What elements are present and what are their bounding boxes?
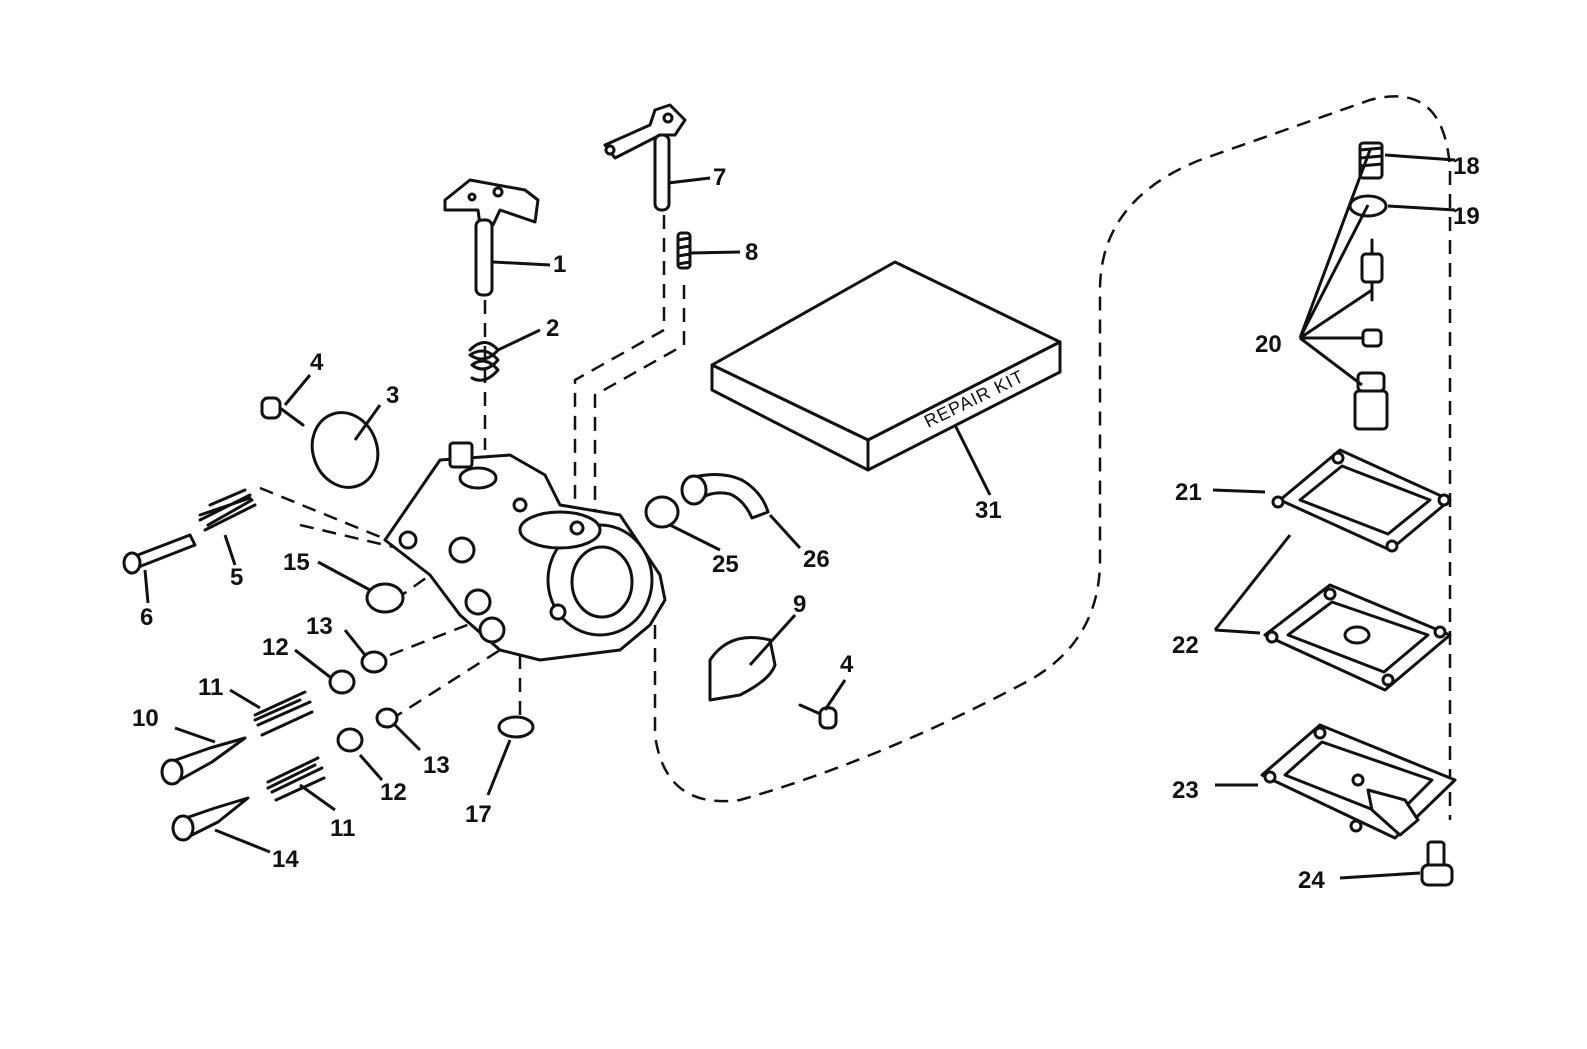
- callout-11-lower: 11: [330, 815, 355, 842]
- callout-4-upper: 4: [310, 349, 324, 376]
- leader-lines: [143, 149, 1456, 880]
- high-speed-needle: [160, 736, 247, 786]
- callout-13-lower: 13: [423, 752, 450, 779]
- low-speed-needle: [171, 796, 250, 842]
- needle-spring-lower: [266, 756, 326, 802]
- washer-upper: [328, 669, 356, 695]
- callout-1: 1: [553, 251, 566, 278]
- callout-23: 23: [1172, 777, 1199, 804]
- throttle-plate: [310, 411, 380, 489]
- repair-kit-outline: [653, 95, 1452, 820]
- callout-11-upper: 11: [198, 674, 223, 701]
- callout-7: 7: [713, 164, 726, 191]
- pump-cover-screw: [1420, 840, 1454, 887]
- callout-3: 3: [386, 382, 399, 409]
- choke-spring: [676, 231, 692, 270]
- callout-14: 14: [272, 846, 299, 873]
- callout-8: 8: [745, 239, 758, 266]
- washer-lower: [336, 727, 364, 753]
- callout-9: 9: [793, 591, 806, 618]
- o-ring-upper: [360, 650, 388, 674]
- callouts: 1 2 3 4 4 5 6 7 8 9 10 11 11 12 12 13 13…: [132, 153, 1480, 894]
- callout-20: 20: [1255, 331, 1282, 358]
- idle-screw-spring: [198, 488, 257, 532]
- callout-31: 31: [975, 497, 1002, 524]
- plate-screw-upper: [260, 396, 305, 427]
- choke-lever: [603, 103, 687, 212]
- callout-22: 22: [1172, 632, 1199, 659]
- callout-2: 2: [546, 315, 559, 342]
- callout-13-upper: 13: [306, 613, 333, 640]
- callout-25: 25: [712, 551, 739, 578]
- repair-kit-box: REPAIR KIT: [710, 260, 1062, 472]
- callout-12-upper: 12: [262, 634, 289, 661]
- welch-plug: [365, 582, 405, 614]
- fuel-inlet-bushing: [644, 495, 680, 529]
- pump-cover: [1260, 723, 1457, 840]
- callout-6: 6: [140, 604, 153, 631]
- callout-4-lower: 4: [840, 651, 854, 678]
- callout-12-lower: 12: [380, 779, 407, 806]
- o-ring-lower: [375, 707, 399, 729]
- carburetor-body: [383, 441, 667, 662]
- throttle-lever: [443, 178, 540, 297]
- pump-gasket: [1271, 448, 1452, 553]
- fuel-inlet-elbow: [680, 473, 770, 520]
- needle-seat: [1353, 371, 1389, 431]
- idle-speed-screw: [122, 533, 197, 575]
- callout-10: 10: [132, 705, 159, 732]
- callout-17: 17: [465, 801, 492, 828]
- needle-seat-washer: [1361, 328, 1383, 348]
- callout-24: 24: [1298, 867, 1325, 894]
- needle-spring-upper: [253, 690, 314, 737]
- plate-screw-lower: [798, 703, 838, 730]
- callout-5: 5: [230, 564, 243, 591]
- pump-diaphragm: [1263, 583, 1452, 692]
- callout-19: 19: [1453, 203, 1480, 230]
- callout-21: 21: [1175, 479, 1202, 506]
- callout-26: 26: [803, 546, 830, 573]
- pump-spring: [1358, 141, 1384, 180]
- callout-15: 15: [283, 549, 310, 576]
- expansion-plug: [497, 715, 535, 739]
- callout-18: 18: [1453, 153, 1480, 180]
